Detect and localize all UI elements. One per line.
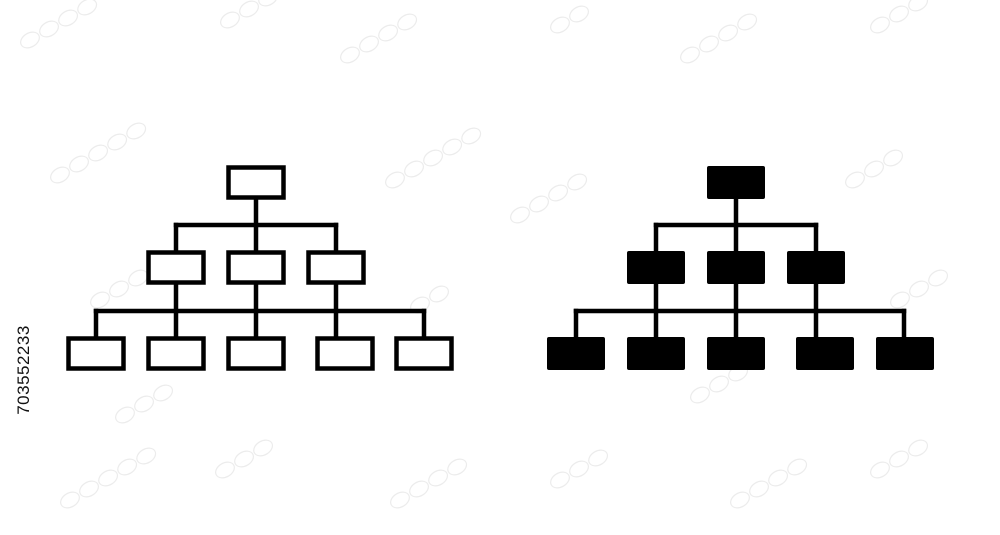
node-box	[315, 336, 375, 371]
node-box-filled	[876, 337, 934, 370]
node-box	[66, 336, 126, 371]
node-box-filled	[796, 337, 854, 370]
node-box	[226, 336, 286, 371]
node-box	[226, 165, 286, 200]
node-box-filled	[707, 251, 765, 284]
node-box-filled	[627, 337, 685, 370]
node-box-filled	[627, 251, 685, 284]
node-box-filled	[707, 337, 765, 370]
node-box-filled	[707, 166, 765, 199]
node-box	[306, 250, 366, 285]
stock-id-label: 703552233	[14, 325, 33, 415]
node-box	[394, 336, 454, 371]
node-box	[146, 250, 206, 285]
node-box-filled	[547, 337, 605, 370]
node-box-filled	[787, 251, 845, 284]
node-box	[146, 336, 206, 371]
node-box	[226, 250, 286, 285]
